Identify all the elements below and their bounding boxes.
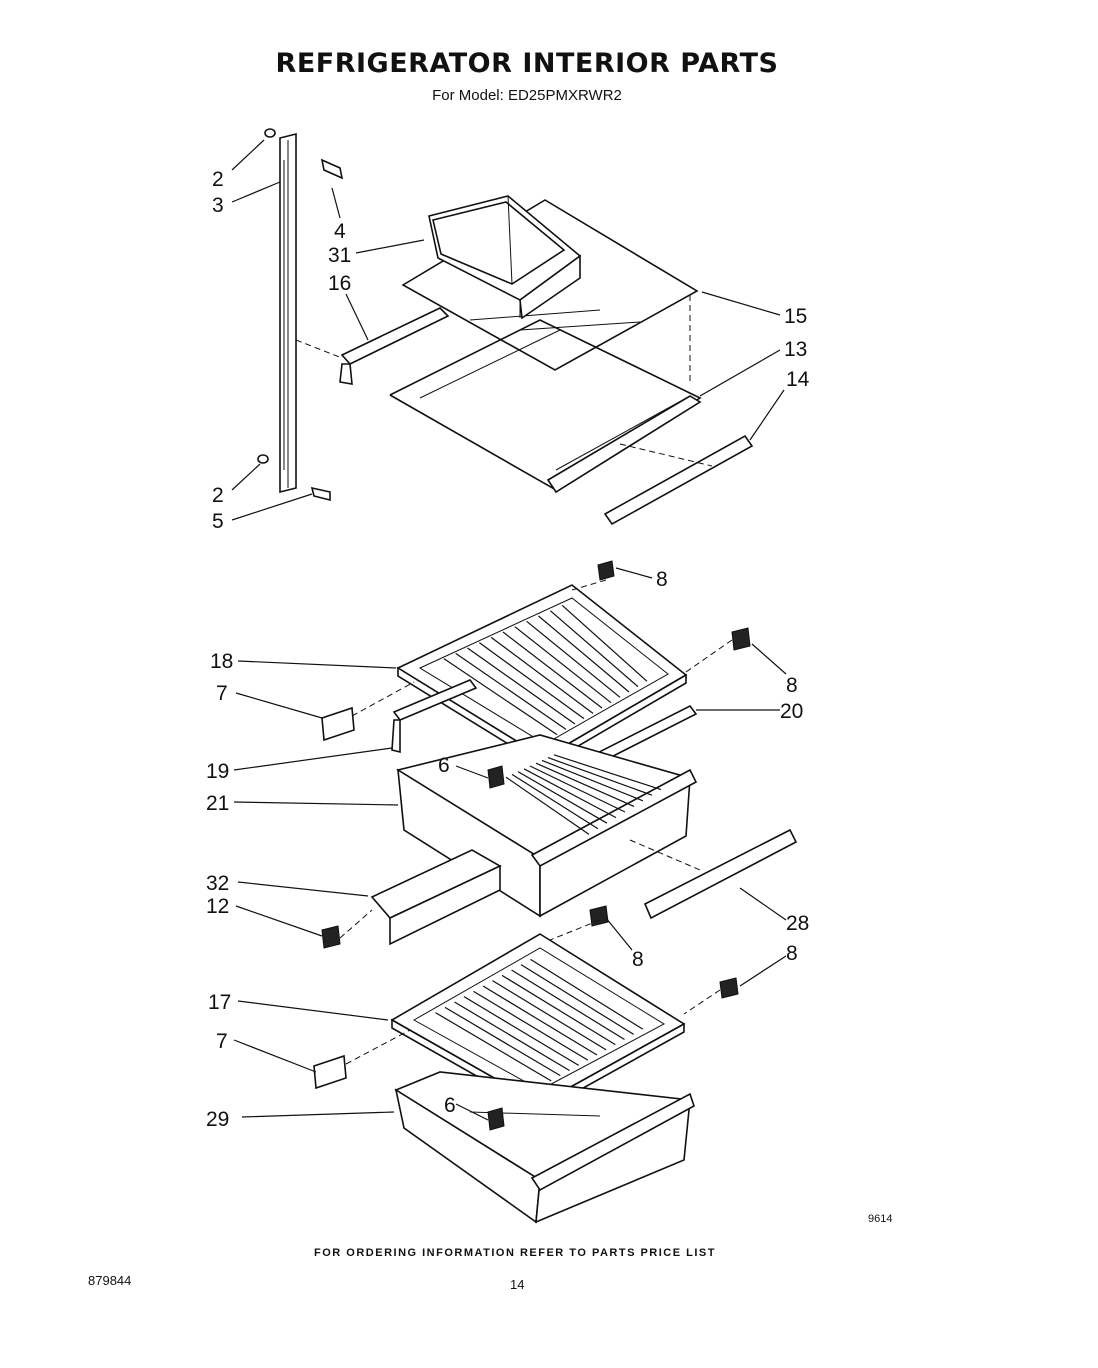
clip-part-6-top bbox=[487, 765, 505, 789]
callout-32: 32 bbox=[206, 872, 229, 895]
shelf-rib bbox=[490, 636, 594, 714]
callout-28: 28 bbox=[786, 912, 809, 935]
callout-6: 6 bbox=[438, 754, 450, 777]
stud-part-8-a bbox=[597, 560, 615, 581]
shelf-ladder-part bbox=[279, 132, 297, 494]
callout-8-mid: 8 bbox=[632, 948, 644, 971]
shelf-rib bbox=[561, 604, 648, 682]
callout-21: 21 bbox=[206, 792, 229, 815]
shelf-rib bbox=[530, 958, 644, 1030]
clip-part-6-bottom bbox=[487, 1107, 505, 1131]
drawer-rib bbox=[553, 754, 662, 791]
shelf-rib bbox=[435, 1012, 552, 1082]
callout-5: 5 bbox=[212, 510, 224, 533]
trim-part-28 bbox=[643, 828, 798, 920]
shelf-rib bbox=[455, 652, 567, 730]
callout-7: 7 bbox=[216, 682, 228, 705]
shelf-rib bbox=[538, 615, 630, 693]
drawer-part-21 bbox=[395, 734, 698, 918]
shelf-rib bbox=[467, 647, 576, 725]
callout-8-right: 8 bbox=[786, 674, 798, 697]
callout-18: 18 bbox=[210, 650, 233, 673]
callout-29: 29 bbox=[206, 1108, 229, 1131]
shelf-rib bbox=[501, 974, 616, 1046]
clip-part-7-top bbox=[321, 706, 355, 742]
shelf-rib bbox=[502, 631, 603, 709]
trim-part-14 bbox=[603, 434, 754, 526]
shelf-rib bbox=[511, 969, 625, 1041]
drawer-rib bbox=[517, 771, 608, 824]
shelf-rib bbox=[473, 990, 589, 1061]
drawer-rib bbox=[505, 776, 590, 835]
shelf-rib bbox=[492, 980, 607, 1051]
shelf-rib bbox=[444, 1006, 561, 1077]
callout-17: 17 bbox=[208, 991, 231, 1014]
bin-part-31 bbox=[428, 195, 582, 320]
stud-part-12 bbox=[321, 925, 341, 949]
bracket-part-4 bbox=[320, 158, 344, 180]
shelf-rib bbox=[482, 985, 598, 1056]
callout-7-lower: 7 bbox=[216, 1030, 228, 1053]
shelf-part-18 bbox=[396, 584, 688, 768]
callout-15: 15 bbox=[784, 305, 807, 328]
callout-2: 2 bbox=[212, 168, 224, 191]
page-number: 14 bbox=[510, 1277, 525, 1292]
shelf-frame-part-13 bbox=[389, 319, 702, 494]
rail-part-19 bbox=[391, 679, 478, 754]
clip-part-7-bottom bbox=[313, 1054, 347, 1090]
stud-part-8-c bbox=[589, 905, 609, 927]
cover-part-32 bbox=[370, 849, 502, 946]
shelf-rib bbox=[463, 996, 579, 1066]
shelf-rib bbox=[443, 658, 558, 736]
model-line: For Model: ED25PMXRWR2 bbox=[432, 87, 622, 104]
drawing-code: 9614 bbox=[868, 1213, 893, 1225]
document-number: 879844 bbox=[88, 1273, 132, 1288]
shelf-rib bbox=[514, 626, 612, 704]
shelf-rib bbox=[454, 1001, 570, 1072]
callout-3: 3 bbox=[212, 194, 224, 217]
shelf-rib bbox=[526, 620, 621, 698]
callout-16: 16 bbox=[328, 272, 351, 295]
callout-20: 20 bbox=[780, 700, 803, 723]
screw-part-2-bottom bbox=[257, 454, 269, 464]
callout-leaders bbox=[231, 139, 787, 1121]
callout-14: 14 bbox=[786, 368, 810, 391]
drawer-rib bbox=[523, 768, 617, 819]
drawer-rib bbox=[547, 757, 653, 796]
callout-8-lower-right: 8 bbox=[786, 942, 798, 965]
drawer-rib bbox=[535, 762, 635, 807]
stud-part-8-b bbox=[731, 627, 751, 651]
callout-31: 31 bbox=[328, 244, 351, 267]
shelf-rib bbox=[549, 610, 639, 688]
shelf-rib bbox=[478, 642, 585, 720]
callout-19: 19 bbox=[206, 760, 229, 783]
rail-part-16 bbox=[339, 307, 450, 385]
callout-2-lower: 2 bbox=[212, 484, 224, 507]
drawer-rib bbox=[529, 765, 626, 813]
callout-4: 4 bbox=[334, 220, 346, 243]
shelf-rib bbox=[520, 964, 634, 1035]
callout-12: 12 bbox=[206, 895, 229, 918]
drawer-rib bbox=[511, 773, 599, 830]
screw-part-2-top bbox=[264, 128, 276, 138]
callout-6-lower: 6 bbox=[444, 1094, 456, 1117]
bracket-part-5 bbox=[310, 486, 331, 502]
callout-8: 8 bbox=[656, 568, 668, 591]
page-title: REFRIGERATOR INTERIOR PARTS bbox=[275, 48, 779, 79]
stud-part-8-d bbox=[719, 977, 739, 999]
ordering-note: FOR ORDERING INFORMATION REFER TO PARTS … bbox=[314, 1247, 716, 1259]
callout-13: 13 bbox=[784, 338, 807, 361]
drawer-part-29 bbox=[394, 1071, 695, 1224]
drawer-rib bbox=[541, 759, 644, 802]
